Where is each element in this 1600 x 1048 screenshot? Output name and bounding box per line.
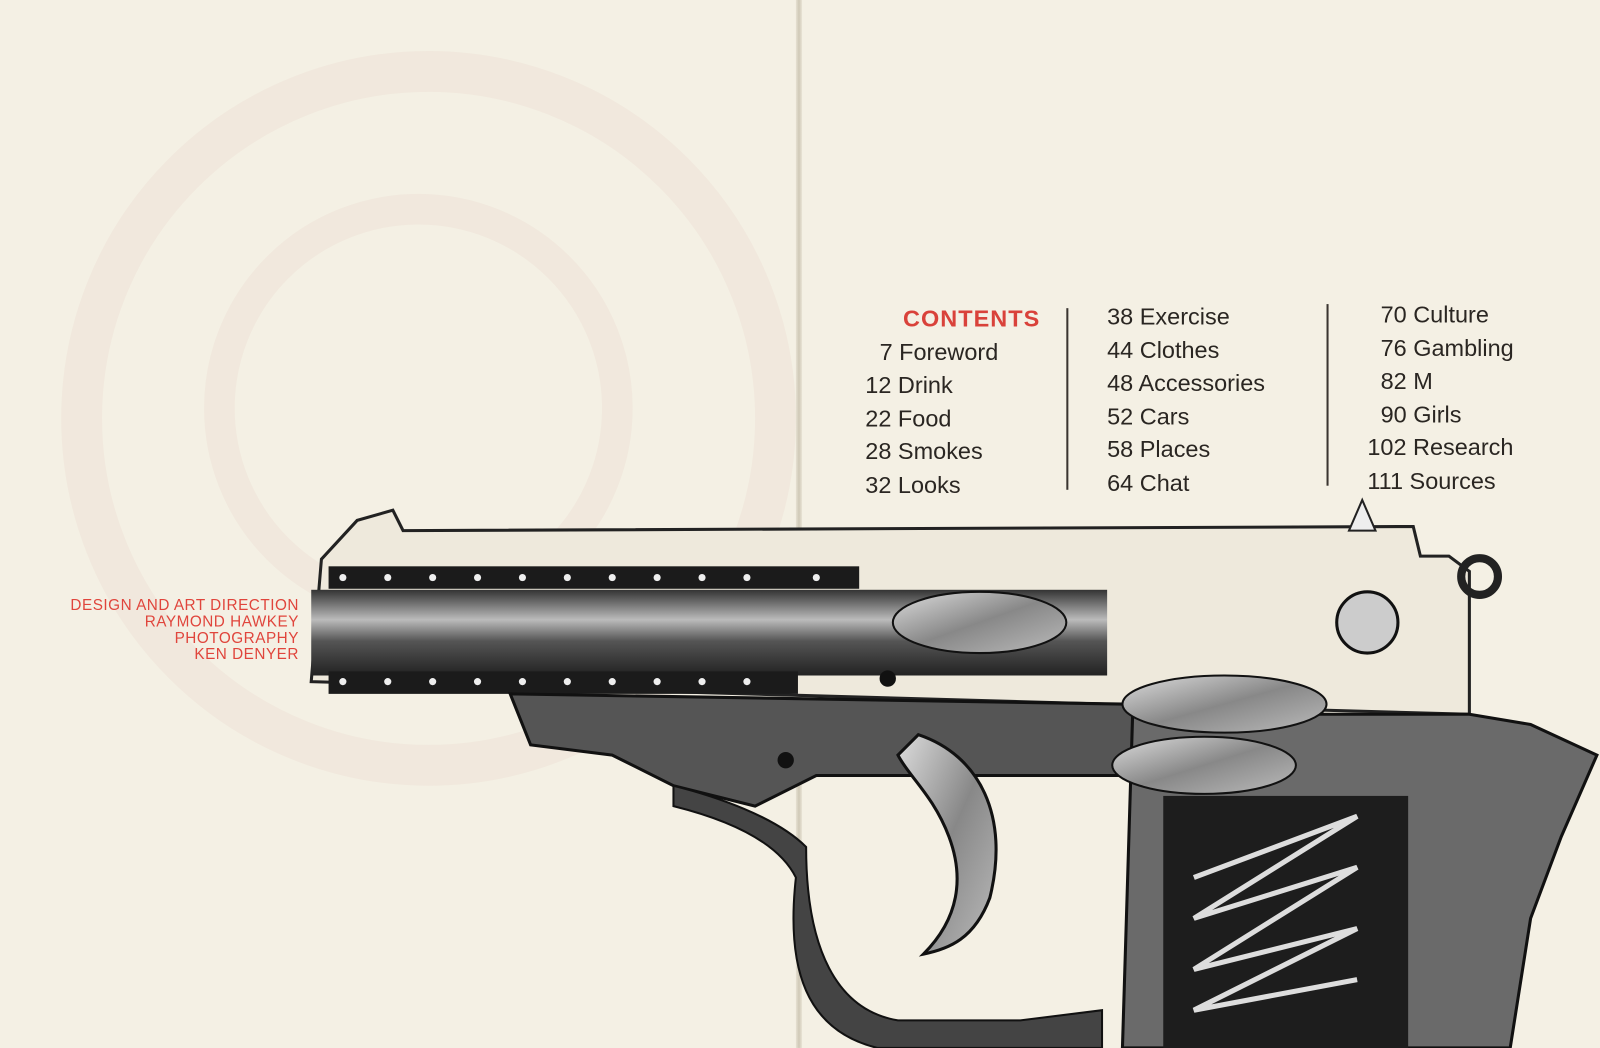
contents-entry[interactable]: 102 Research <box>1367 431 1513 464</box>
contents-entry[interactable]: 12 Drink <box>865 368 1040 401</box>
entry-label: Places <box>1139 435 1211 463</box>
magazine-spring <box>1192 813 1359 1013</box>
column-divider <box>1326 304 1329 486</box>
entry-label: Research <box>1413 433 1514 461</box>
entry-label: Exercise <box>1139 303 1230 330</box>
entry-page: 52 <box>1107 402 1134 430</box>
contents-entry[interactable]: 111 Sources <box>1367 464 1513 497</box>
entry-label: M <box>1413 367 1433 394</box>
entry-page: 12 <box>865 371 892 398</box>
credit-role-design: DESIGN AND ART DIRECTION <box>70 596 299 615</box>
entry-label: Drink <box>897 371 953 398</box>
contents-entry[interactable]: 82 M <box>1367 364 1513 397</box>
contents-entry[interactable]: 48 Accessories <box>1107 366 1265 399</box>
entry-label: Clothes <box>1139 336 1220 363</box>
lanyard-ring <box>1457 554 1503 599</box>
entry-page: 76 <box>1380 334 1407 361</box>
contents-title: CONTENTS <box>903 305 1041 332</box>
contents-column-2: 38 Exercise 44 Clothes 48 Accessories 52… <box>1107 300 1265 499</box>
credit-name-photo: KEN DENYER <box>194 645 299 664</box>
contents-entry[interactable]: 64 Chat <box>1107 466 1265 499</box>
pistol-frame <box>507 692 1176 808</box>
credit-role-photo: PHOTOGRAPHY <box>174 629 299 647</box>
hammer-pivot <box>1335 590 1400 655</box>
entry-page: 48 <box>1107 369 1134 396</box>
entry-label: Smokes <box>897 437 983 465</box>
contents-entry[interactable]: 44 Clothes <box>1107 333 1265 366</box>
book-spine <box>795 0 803 1048</box>
entry-label: Chat <box>1139 468 1190 496</box>
entry-page: 64 <box>1107 468 1134 496</box>
contents-entry[interactable]: 28 Smokes <box>865 435 1040 468</box>
entry-label: Culture <box>1413 301 1489 328</box>
entry-label: Gambling <box>1413 334 1514 361</box>
entry-label: Food <box>897 404 952 432</box>
contents-entry[interactable]: 58 Places <box>1107 433 1265 466</box>
contents-entry[interactable]: 90 Girls <box>1367 397 1513 430</box>
cartridge <box>891 590 1068 655</box>
entry-page: 28 <box>865 437 892 465</box>
trigger-guard <box>672 784 1104 1048</box>
entry-page: 32 <box>865 470 892 498</box>
contents-entry[interactable]: 38 Exercise <box>1107 300 1265 333</box>
entry-page: 82 <box>1380 367 1407 394</box>
contents-entry[interactable]: 70 Culture <box>1367 298 1513 331</box>
entry-label: Cars <box>1139 402 1190 430</box>
contents-column-3: 70 Culture 76 Gambling 82 M 90 Girls 102… <box>1367 298 1513 497</box>
contents-entry[interactable]: 7 Foreword <box>865 335 1040 368</box>
entry-page: 7 <box>879 338 893 365</box>
entry-label: Sources <box>1409 466 1496 494</box>
contents-entry[interactable]: 52 Cars <box>1107 399 1265 432</box>
entry-page: 44 <box>1107 336 1134 363</box>
contents-entry[interactable]: 22 Food <box>865 402 1040 435</box>
entry-label: Girls <box>1413 400 1462 428</box>
column-divider <box>1066 308 1068 490</box>
contents-entry[interactable]: 76 Gambling <box>1367 331 1514 364</box>
contents-column-1: CONTENTS 7 Foreword 12 Drink 22 Food 28 … <box>865 302 1040 501</box>
entry-page: 102 <box>1367 433 1407 461</box>
trigger <box>896 732 998 957</box>
entry-label: Accessories <box>1138 369 1265 396</box>
entry-page: 70 <box>1380 301 1407 328</box>
slide-serrations <box>339 573 820 686</box>
entry-page: 111 <box>1367 466 1404 494</box>
front-sight <box>1347 497 1378 532</box>
entry-label: Looks <box>897 470 961 498</box>
contents-entry[interactable]: 32 Looks <box>865 468 1040 501</box>
entry-page: 90 <box>1380 400 1407 428</box>
entry-page: 58 <box>1107 435 1134 463</box>
credit-name-design: RAYMOND HAWKEY <box>144 613 299 631</box>
credits: DESIGN AND ART DIRECTION RAYMOND HAWKEY … <box>70 596 299 664</box>
entry-page: 38 <box>1107 303 1134 330</box>
entry-label: Foreword <box>899 338 999 365</box>
entry-page: 22 <box>865 404 892 432</box>
